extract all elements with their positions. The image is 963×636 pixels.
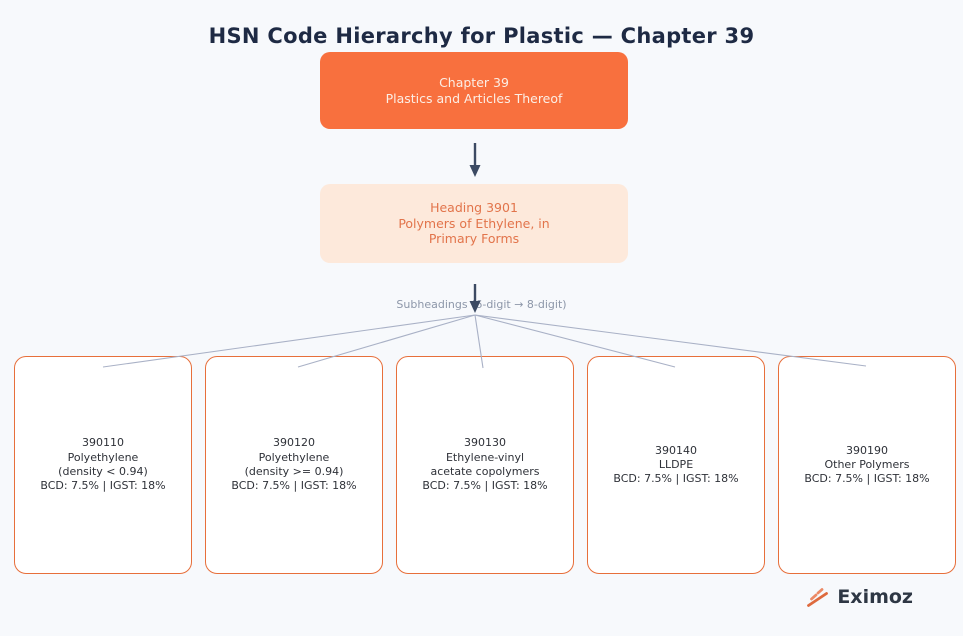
subheading-node-390110: 390110 Polyethylene (density < 0.94) BCD… (14, 356, 192, 574)
heading-node-line: Primary Forms (428, 231, 520, 247)
heading-node-line: Polymers of Ethylene, in (398, 215, 550, 231)
subheading-desc-line: LLDPE (658, 457, 694, 471)
subheading-desc-line: Polyethylene (67, 450, 139, 464)
subheading-desc-line: Ethylene-vinyl (445, 450, 525, 464)
subheading-desc-line: Other Polymers (824, 457, 910, 471)
chapter-node-line: Plastics and Articles Thereof (385, 90, 563, 106)
eximoz-logo-text: Eximoz (837, 586, 913, 608)
subheading-desc-line: acetate copolymers (430, 465, 540, 478)
subheading-desc-line: (density >= 0.94) (244, 465, 344, 478)
subheading-desc-line: (density < 0.94) (58, 465, 148, 478)
subheading-node-390130: 390130 Ethylene-vinyl acetate copolymers… (396, 356, 574, 574)
subheading-code: 390130 (463, 436, 506, 450)
heading-node: Heading 3901 Polymers of Ethylene, in Pr… (320, 184, 628, 263)
subheading-tariff: BCD: 7.5% | IGST: 18% (231, 479, 357, 493)
subheading-tariff: BCD: 7.5% | IGST: 18% (40, 479, 166, 493)
eximoz-logo: Eximoz (804, 584, 913, 610)
subheading-code: 390190 (845, 443, 888, 457)
heading-node-line: Heading 3901 (430, 200, 518, 216)
subheading-node-390190: 390190 Other Polymers BCD: 7.5% | IGST: … (778, 356, 956, 574)
chapter-node-line: Chapter 39 (439, 74, 509, 90)
subheading-node-390140: 390140 LLDPE BCD: 7.5% | IGST: 18% (587, 356, 765, 574)
subheading-code: 390140 (654, 443, 697, 457)
subheadings-label: Subheadings (6-digit → 8-digit) (396, 298, 567, 311)
page-title: HSN Code Hierarchy for Plastic — Chapter… (208, 24, 755, 48)
subheading-tariff: BCD: 7.5% | IGST: 18% (422, 479, 548, 493)
arrow-down-icon (469, 143, 481, 177)
eximoz-logo-icon (807, 588, 829, 607)
subheading-tariff: BCD: 7.5% | IGST: 18% (804, 472, 930, 486)
subheading-desc-line: Polyethylene (258, 450, 330, 464)
subheading-tariff: BCD: 7.5% | IGST: 18% (613, 472, 739, 486)
subheading-node-390120: 390120 Polyethylene (density >= 0.94) BC… (205, 356, 383, 574)
chapter-node: Chapter 39 Plastics and Articles Thereof (320, 52, 628, 129)
subheading-code: 390110 (81, 436, 124, 450)
subheading-code: 390120 (272, 436, 315, 450)
